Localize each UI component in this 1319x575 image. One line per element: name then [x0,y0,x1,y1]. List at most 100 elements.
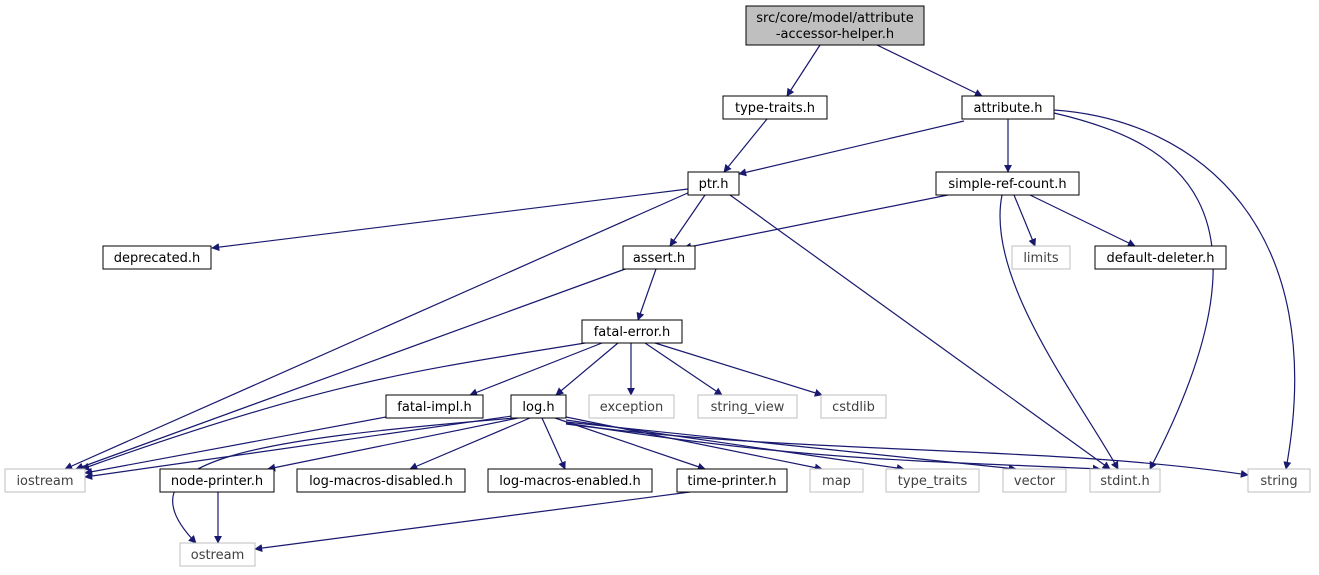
edge-fatal-error-to-log [555,342,619,396]
edge-ptr-to-iostream [64,191,691,470]
edge-time-printer-to-ostream [254,491,691,553]
node-string: string [1247,468,1311,493]
edge-log-to-log-macros-disabled [409,417,531,470]
node-attribute[interactable]: attribute.h [961,95,1055,120]
node-iostream: iostream [4,468,86,493]
edge-attribute-to-string [1053,109,1296,470]
node-log-macros-enabled[interactable]: log-macros-enabled.h [487,468,653,493]
node-label: src/core/model/attribute [756,11,913,26]
edge-log-to-vector [565,421,1017,473]
node-box [722,95,828,120]
node-string_view: string_view [697,394,798,419]
node-simple-ref-count[interactable]: simple-ref-count.h [935,171,1080,196]
node-label: map [822,474,851,489]
node-vector: vector [1002,468,1067,493]
edge-fatal-error-to-iostream [81,342,586,471]
node-label: time-printer.h [687,474,776,489]
node-label: limits [1023,251,1059,266]
node-label: iostream [16,474,73,489]
node-cstdlib: cstdlib [820,394,887,419]
node-box [697,394,798,419]
node-label: log.h [522,400,554,415]
node-label: deprecated.h [114,251,200,266]
edge-log-to-time-printer [554,417,706,471]
node-box [1089,468,1161,493]
node-box [581,319,683,344]
node-label: type_traits [898,474,968,489]
edge-ptr-to-assert [669,194,706,247]
node-label: node-printer.h [171,474,263,489]
edge-log-to-stdint [565,422,1101,473]
node-label: fatal-impl.h [397,400,471,415]
node-label: attribute.h [973,101,1042,116]
node-label: string_view [711,400,785,415]
node-default-deleter[interactable]: default-deleter.h [1094,245,1227,270]
node-label: default-deleter.h [1107,251,1215,266]
node-box [588,394,675,419]
node-box [676,468,788,493]
node-log[interactable]: log.h [510,394,567,419]
node-label: ptr.h [699,177,729,192]
node-ptr[interactable]: ptr.h [687,171,740,196]
node-box [1002,468,1067,493]
edge-attribute-to-ptr [738,120,965,177]
node-assert[interactable]: assert.h [622,245,696,270]
edge-assert-to-iostream [75,267,629,471]
node-fatal-error[interactable]: fatal-error.h [581,319,683,344]
node-limits: limits [1011,245,1071,270]
node-box [159,468,275,493]
edge-fatal-error-to-cstdlib [654,342,823,397]
node-label: string [1260,474,1297,489]
node-label: -accessor-helper.h [776,27,894,42]
node-label: exception [600,400,664,415]
node-box [102,245,212,270]
edge-log-to-node-printer [267,417,519,472]
node-fatal-impl[interactable]: fatal-impl.h [385,394,484,419]
node-label: ostream [191,548,245,563]
node-box [809,468,864,493]
edge-ptr-to-deprecated [211,188,689,252]
node-box [745,5,925,46]
node-box [1247,468,1311,493]
node-box [1011,245,1071,270]
edge-root-to-attribute [876,44,983,97]
node-layer: src/core/model/attribute-accessor-helper… [4,5,1311,567]
node-box [935,171,1080,196]
node-type_traits: type_traits [885,468,980,493]
edge-log-to-string [565,423,1249,478]
edge-fatal-error-to-fatal-impl [469,342,603,397]
node-box [820,394,887,419]
node-time-printer[interactable]: time-printer.h [676,468,788,493]
node-box [296,468,466,493]
node-box [510,394,567,419]
edge-simple-ref-count-to-default-deleter [1029,194,1136,247]
node-box [961,95,1055,120]
edge-simple-ref-count-to-limits [1013,194,1036,247]
edge-root-to-type-traits [786,44,821,97]
node-root[interactable]: src/core/model/attribute-accessor-helper… [745,5,925,46]
node-type-traits[interactable]: type-traits.h [722,95,828,120]
node-label: assert.h [633,251,685,266]
edge-log-to-iostream [84,415,513,480]
node-box [179,542,256,567]
node-map: map [809,468,864,493]
node-box [885,468,980,493]
node-deprecated[interactable]: deprecated.h [102,245,212,270]
node-box [487,468,653,493]
edge-log-to-ostream [172,417,516,544]
node-label: type-traits.h [735,101,815,116]
node-node-printer[interactable]: node-printer.h [159,468,275,493]
node-box [622,245,696,270]
node-stdint: stdint.h [1089,468,1161,493]
node-label: simple-ref-count.h [948,177,1066,192]
node-log-macros-disabled[interactable]: log-macros-disabled.h [296,468,466,493]
edge-fatal-error-to-string_view [644,342,723,396]
edge-fatal-impl-to-iostream [84,416,387,476]
edge-simple-ref-count-to-stdint [999,194,1119,470]
node-label: stdint.h [1100,474,1149,489]
edge-log-to-log-macros-enabled [541,417,566,470]
node-label: vector [1014,474,1056,489]
node-ostream: ostream [179,542,256,567]
node-label: cstdlib [832,400,875,415]
